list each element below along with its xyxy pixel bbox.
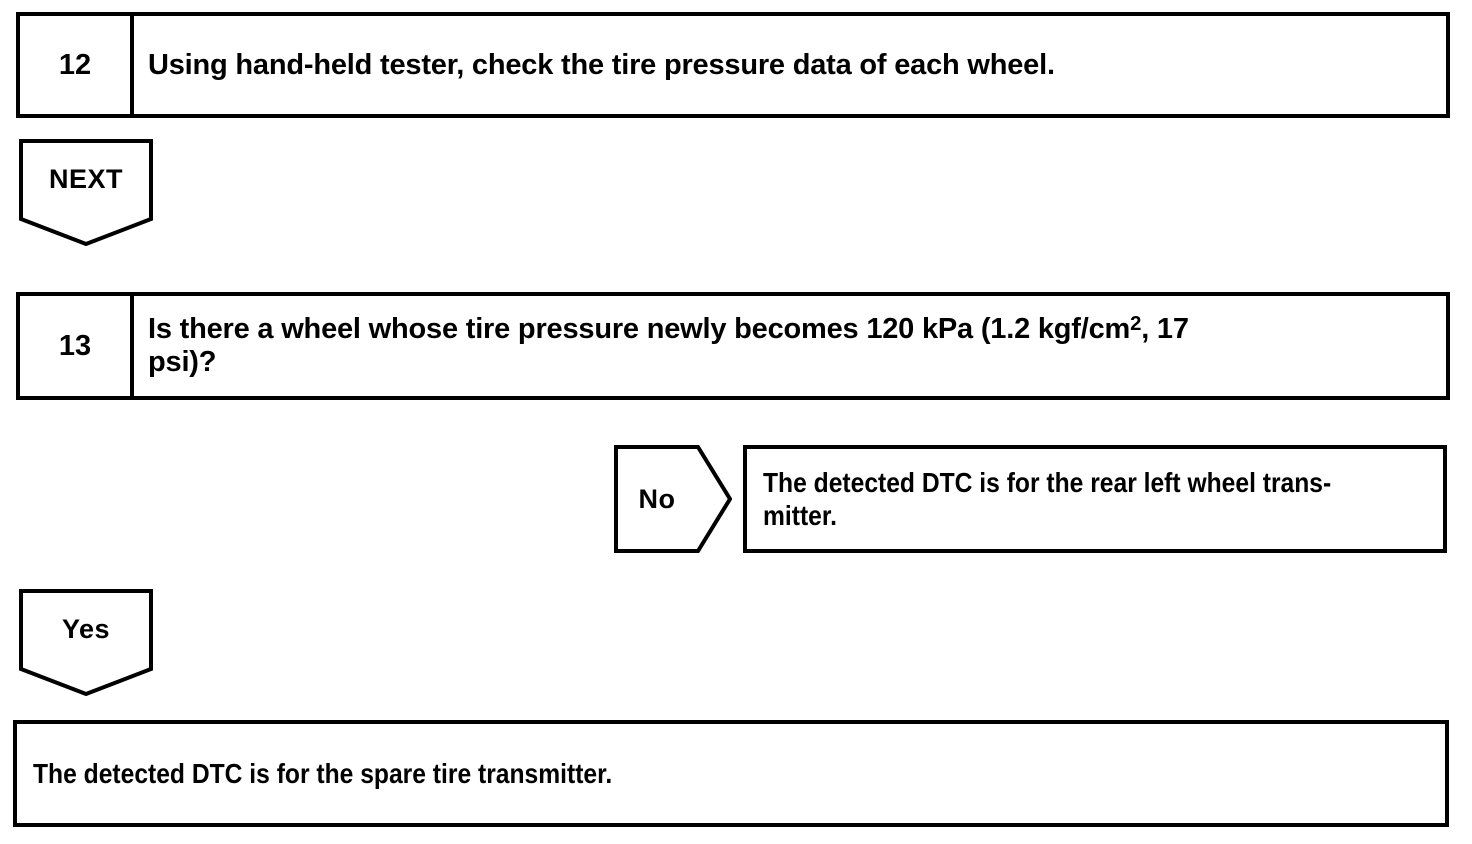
- next-label: NEXT: [48, 163, 123, 194]
- step-13-question-line2: psi)?: [148, 346, 217, 378]
- yes-label: Yes: [61, 613, 111, 644]
- yes-connector: Yes: [19, 589, 153, 696]
- step-13-question: Is there a wheel whose tire pressure new…: [134, 296, 1446, 396]
- step-12-row: 12 Using hand-held tester, check the tir…: [16, 12, 1450, 118]
- no-label: No: [638, 483, 676, 514]
- yes-result-text: The detected DTC is for the spare tire t…: [33, 758, 613, 789]
- step-12-instruction-text: Using hand-held tester, check the tire p…: [148, 48, 1055, 81]
- no-result-line1: The detected DTC is for the rear left wh…: [763, 467, 1332, 498]
- down-banner-shape: [19, 139, 153, 246]
- step-13-question-line1: Is there a wheel whose tire pressure new…: [148, 313, 1426, 346]
- right-pentagon-shape: [614, 445, 732, 553]
- yes-result-box: The detected DTC is for the spare tire t…: [13, 720, 1449, 827]
- step-13-row: 13 Is there a wheel whose tire pressure …: [16, 292, 1450, 400]
- no-connector: No: [614, 445, 732, 553]
- down-banner-shape: [19, 589, 153, 696]
- step-12-instruction: Using hand-held tester, check the tire p…: [134, 16, 1446, 114]
- superscript-2: 2: [1130, 312, 1142, 335]
- next-connector: NEXT: [19, 139, 153, 246]
- no-result-box: The detected DTC is for the rear left wh…: [743, 445, 1447, 553]
- question-text-post: , 17: [1141, 313, 1189, 345]
- step-13-number: 13: [20, 296, 134, 396]
- no-result-line2: mitter.: [763, 500, 837, 531]
- question-text-pre: Is there a wheel whose tire pressure new…: [148, 313, 1131, 345]
- step-12-number: 12: [20, 16, 134, 114]
